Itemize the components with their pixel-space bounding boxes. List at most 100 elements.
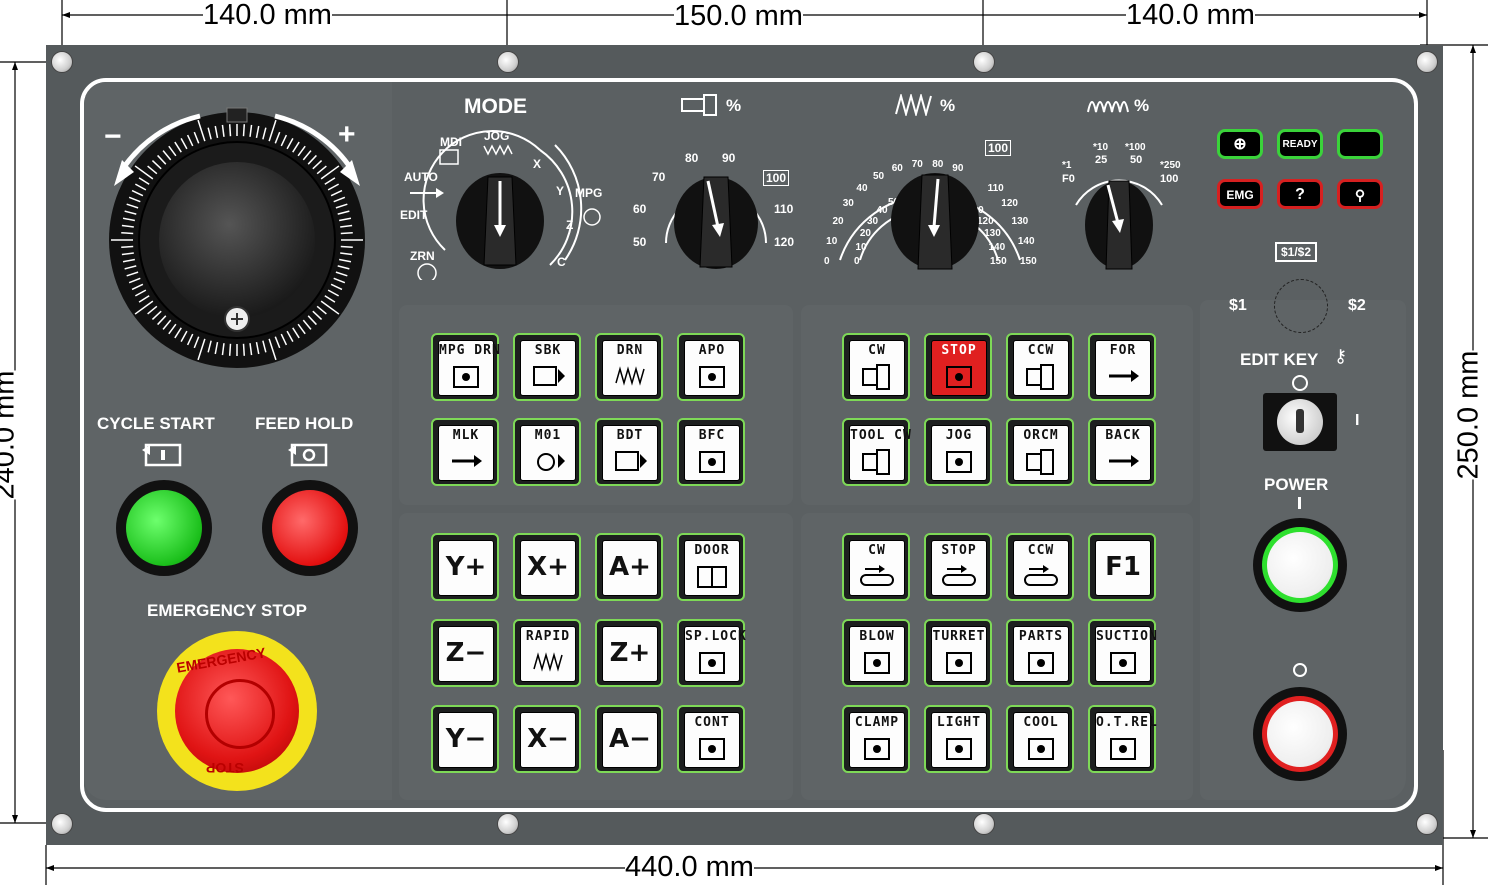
rapid-override-knob[interactable] xyxy=(1064,165,1174,275)
feed-hold-icon xyxy=(288,443,328,467)
key-label: SP.LOCK xyxy=(685,629,747,644)
group3-key-sp-lock[interactable]: SP.LOCK xyxy=(677,619,747,687)
rapid-icon xyxy=(1087,101,1129,113)
feed-hold-button[interactable] xyxy=(262,480,358,576)
feed-outer-tick: 20 xyxy=(832,216,844,228)
key-label: ORCM xyxy=(1023,428,1059,443)
group4-key-f1[interactable]: F1 xyxy=(1088,533,1156,601)
handwheel-tick xyxy=(162,319,172,330)
group3-key-y[interactable]: Y− xyxy=(431,705,499,773)
edit-key-switch[interactable] xyxy=(1263,393,1337,451)
handwheel-tick xyxy=(168,145,177,157)
handwheel-tick xyxy=(180,330,188,343)
group4-key-ccw[interactable]: CCW xyxy=(1006,533,1074,601)
power-off-mark xyxy=(1293,663,1307,677)
key-face: A+ xyxy=(602,540,658,596)
group2-key-tool-cw[interactable]: TOOL CW xyxy=(842,418,911,486)
group1-key-drn[interactable]: DRN xyxy=(595,333,663,401)
handwheel-tick xyxy=(138,295,150,303)
group3-key-z[interactable]: Z+ xyxy=(595,619,663,687)
indicator-alarm: ⚲ xyxy=(1337,179,1383,209)
group4-key-parts[interactable]: PARTS xyxy=(1006,619,1074,687)
group2-key-jog[interactable]: JOG xyxy=(924,418,992,486)
feed-override-knob[interactable] xyxy=(880,165,990,275)
group4-key-light[interactable]: LIGHT xyxy=(924,705,992,773)
group4-key-turret[interactable]: TURRET xyxy=(924,619,992,687)
group2-key-ccw[interactable]: CCW xyxy=(1006,333,1074,401)
key-label: DRN xyxy=(616,343,644,358)
group4-key-stop[interactable]: STOP xyxy=(924,533,992,601)
edit-key-on-mark: I xyxy=(1355,412,1360,429)
emergency-stop-button[interactable] xyxy=(157,631,317,791)
handwheel-tick xyxy=(168,323,177,335)
key-label: COOL xyxy=(1023,715,1059,730)
group4-key-cool[interactable]: COOL xyxy=(1006,705,1074,773)
group2-key-for[interactable]: FOR xyxy=(1088,333,1156,401)
handwheel-tick xyxy=(122,258,135,263)
group1-key-bfc[interactable]: BFC xyxy=(677,418,745,486)
handwheel-tick xyxy=(121,231,134,235)
group1-key-bdt[interactable]: BDT xyxy=(595,418,663,486)
group4-key-cw[interactable]: CW xyxy=(842,533,910,601)
group3-key-x[interactable]: X+ xyxy=(513,533,581,601)
key-label: TURRET xyxy=(932,629,986,644)
group2-key-cw[interactable]: CW xyxy=(842,333,910,401)
handwheel-tick xyxy=(228,124,232,137)
handwheel-tick xyxy=(307,315,317,326)
door-icon xyxy=(697,566,727,588)
key-face: FOR xyxy=(1095,340,1151,396)
group4-key-blow[interactable]: BLOW xyxy=(842,619,910,687)
key-label: CCW xyxy=(1027,543,1055,558)
power-on-button[interactable] xyxy=(1253,518,1347,612)
handwheel-tick xyxy=(337,210,350,215)
group4-key-clamp[interactable]: CLAMP xyxy=(842,705,910,773)
group2-key-back[interactable]: BACK xyxy=(1088,418,1156,486)
mode-knob[interactable] xyxy=(452,165,548,275)
generic-icon xyxy=(946,366,972,388)
group3-key-cont[interactable]: CONT xyxy=(677,705,745,773)
handwheel[interactable] xyxy=(100,100,375,380)
group2-key-orcm[interactable]: ORCM xyxy=(1006,418,1074,486)
power-off-button[interactable] xyxy=(1253,687,1347,781)
spindle-icon xyxy=(1026,364,1054,390)
mode-title: MODE xyxy=(464,95,527,118)
group2-key-stop[interactable]: STOP xyxy=(924,333,992,401)
selector-switch[interactable] xyxy=(1274,279,1328,333)
group4-key-o-t-rel[interactable]: O.T.REL xyxy=(1088,705,1157,773)
spindle-icon xyxy=(862,364,890,390)
group3-key-a[interactable]: A+ xyxy=(595,533,663,601)
key-label: CCW xyxy=(1027,343,1055,358)
group1-key-m01[interactable]: M01 xyxy=(513,418,581,486)
group3-key-z[interactable]: Z− xyxy=(431,619,499,687)
spindle-override-knob[interactable] xyxy=(656,163,776,273)
group3-key-y[interactable]: Y+ xyxy=(431,533,499,601)
group1-key-sbk[interactable]: SBK xyxy=(513,333,581,401)
cycle-start-button[interactable] xyxy=(116,480,212,576)
key-face: CONT xyxy=(684,712,740,768)
group1-key-mlk[interactable]: MLK xyxy=(431,418,499,486)
group3-key-a[interactable]: A− xyxy=(595,705,663,773)
group3-key-rapid[interactable]: RAPID xyxy=(513,619,581,687)
group4-key-suction[interactable]: SUCTION xyxy=(1088,619,1157,687)
group1-key-mpg-drn[interactable]: MPG DRN xyxy=(431,333,500,401)
group3-key-x[interactable]: X− xyxy=(513,705,581,773)
handwheel-tick xyxy=(280,134,288,147)
handwheel-tick xyxy=(340,231,353,235)
group3-key-door[interactable]: DOOR xyxy=(677,533,745,601)
key-label: A+ xyxy=(609,552,651,582)
handwheel-tick xyxy=(340,252,353,256)
key-label: A− xyxy=(609,724,651,754)
group1-key-apo[interactable]: APO xyxy=(677,333,745,401)
screw-icon xyxy=(973,51,995,73)
key-label: PARTS xyxy=(1018,629,1064,644)
spindle-tick-90: 90 xyxy=(722,151,736,165)
indicator-ready: READY xyxy=(1277,129,1323,159)
key-face: TOOL CW xyxy=(849,425,911,481)
key-face: TURRET xyxy=(931,626,987,682)
feed-outer-tick: 80 xyxy=(932,158,944,170)
key-face: BACK xyxy=(1095,425,1151,481)
handwheel-tick xyxy=(335,271,348,277)
dim-left: 240.0 mm xyxy=(0,370,20,500)
key-label: CONT xyxy=(694,715,730,730)
mode-dial-decor xyxy=(410,130,601,280)
